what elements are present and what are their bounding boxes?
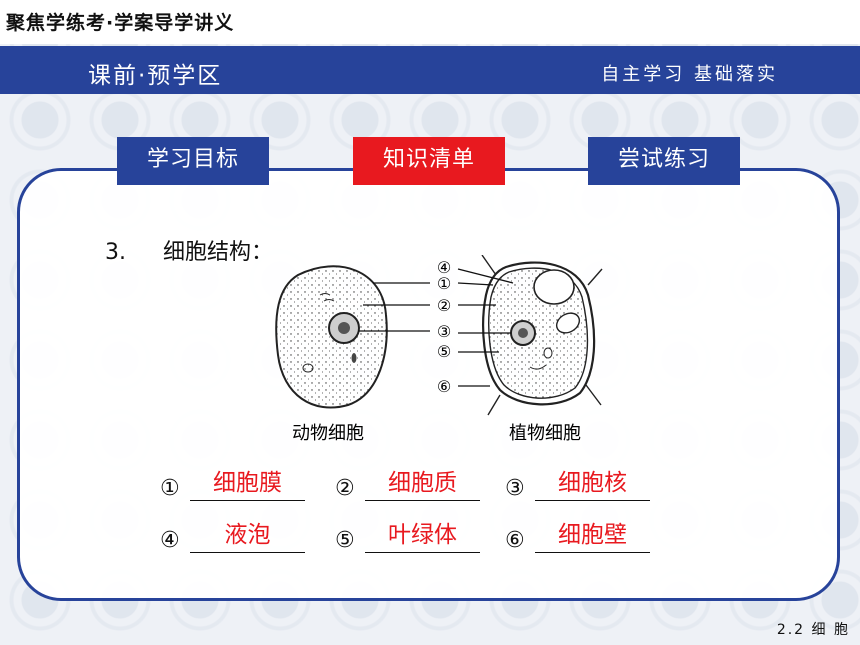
- answer-mark: ③: [505, 476, 525, 501]
- answer-mark: ①: [160, 476, 180, 501]
- page-footer: 2.2 细 胞: [776, 622, 850, 638]
- band-subtitle: 自主学习 基础落实: [601, 64, 778, 85]
- figure-label-6: ⑥: [437, 377, 451, 396]
- answer-blank: 叶绿体: [365, 522, 480, 553]
- answer-mark: ②: [335, 476, 355, 501]
- answer-blank: 细胞质: [365, 470, 480, 501]
- tab-learning-goals[interactable]: 学习目标: [117, 137, 269, 185]
- top-bar: 聚焦学练考·学案导学讲义: [0, 0, 860, 44]
- answer-3: ③ 细胞核: [505, 470, 650, 501]
- answer-6: ⑥ 细胞壁: [505, 522, 650, 553]
- figure-label-2: ②: [437, 296, 451, 315]
- answer-4: ④ 液泡: [160, 522, 305, 553]
- answer-mark: ⑥: [505, 528, 525, 553]
- answer-mark: ⑤: [335, 528, 355, 553]
- answer-1: ① 细胞膜: [160, 470, 305, 501]
- plant-cell-caption: 植物细胞: [509, 423, 581, 444]
- answer-blank: 液泡: [190, 522, 305, 553]
- cell-structure-figure: ④ ① ② ③ ⑤ ⑥ 动物细胞 植物细胞: [275, 255, 603, 444]
- figure-label-3: ③: [437, 322, 451, 341]
- plant-cell-wall: [482, 261, 596, 406]
- brand-title: 聚焦学练考·学案导学讲义: [6, 12, 235, 34]
- section-heading: 3. 细胞结构：: [105, 234, 273, 266]
- plant-cell-vacuole: [533, 269, 575, 305]
- answer-mark: ④: [160, 528, 180, 553]
- tab-practice[interactable]: 尝试练习: [588, 137, 740, 185]
- section-band: 课前·预学区 自主学习 基础落实: [0, 46, 860, 94]
- answer-blank: 细胞膜: [190, 470, 305, 501]
- figure-label-5: ⑤: [437, 342, 451, 361]
- content-panel: [17, 168, 840, 601]
- figure-label-4: ④: [437, 258, 451, 277]
- answer-5: ⑤ 叶绿体: [335, 522, 480, 553]
- answer-2: ② 细胞质: [335, 470, 480, 501]
- band-title: 课前·预学区: [88, 63, 223, 89]
- figure-label-1: ①: [437, 274, 451, 293]
- answer-blank: 细胞核: [535, 470, 650, 501]
- tab-knowledge-list[interactable]: 知识清单: [353, 137, 505, 185]
- section-number: 3.: [105, 240, 126, 265]
- animal-cell-caption: 动物细胞: [292, 423, 364, 444]
- section-title: 细胞结构：: [163, 240, 274, 265]
- answer-blank: 细胞壁: [535, 522, 650, 553]
